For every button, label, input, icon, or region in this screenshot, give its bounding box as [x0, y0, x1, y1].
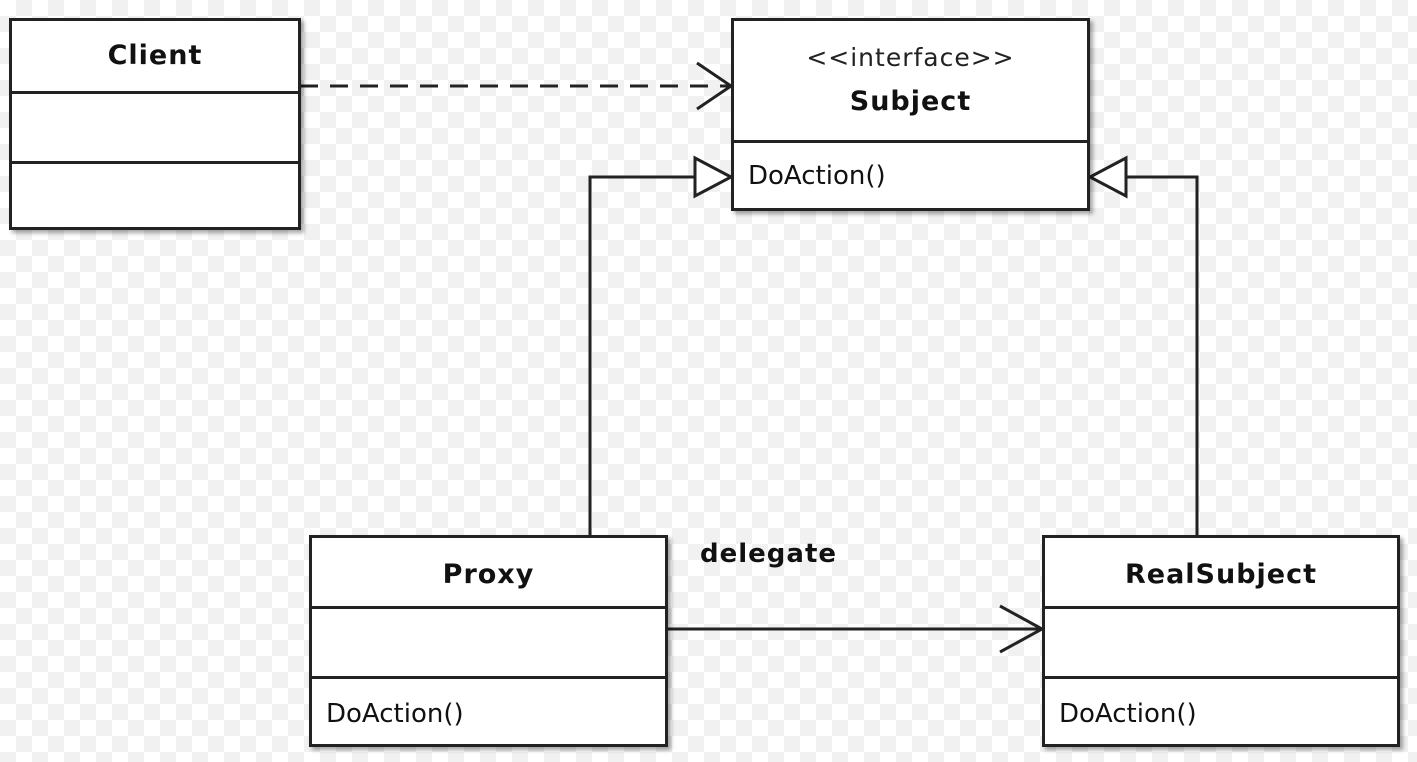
- class-client-methods-compartment: [12, 161, 298, 227]
- generalization-line: [588, 175, 695, 537]
- generalization-arrow-proxy-subject: [588, 155, 735, 537]
- class-real-subject[interactable]: RealSubject DoAction(): [1042, 535, 1400, 747]
- class-subject-name: Subject: [849, 86, 972, 117]
- association-arrow-proxy-realsubject: [667, 604, 1046, 654]
- class-proxy-method: DoAction(): [326, 699, 464, 729]
- class-real-subject-methods-compartment: DoAction(): [1045, 676, 1397, 744]
- class-subject-stereotype: <<interface>>: [806, 43, 1015, 72]
- class-client-name: Client: [107, 40, 203, 71]
- delegate-label: delegate: [700, 539, 838, 569]
- class-real-subject-name: RealSubject: [1124, 559, 1318, 590]
- class-client[interactable]: Client: [9, 18, 301, 230]
- class-client-attributes-compartment: [12, 91, 298, 161]
- generalization-arrow-realsubject-subject: [1086, 155, 1199, 537]
- class-proxy-name: Proxy: [442, 559, 535, 590]
- class-subject-name-compartment: <<interface>> Subject: [734, 21, 1087, 140]
- class-subject-method: DoAction(): [748, 161, 886, 191]
- class-proxy-attributes-compartment: [312, 606, 665, 676]
- class-subject-methods-compartment: DoAction(): [734, 140, 1087, 208]
- class-proxy-methods-compartment: DoAction(): [312, 676, 665, 744]
- dependency-arrow-client-subject: [300, 61, 734, 111]
- class-proxy[interactable]: Proxy DoAction(): [309, 535, 668, 747]
- hollow-triangle-icon: [693, 155, 735, 199]
- class-proxy-name-compartment: Proxy: [312, 538, 665, 606]
- class-real-subject-attributes-compartment: [1045, 606, 1397, 676]
- class-real-subject-name-compartment: RealSubject: [1045, 538, 1397, 606]
- class-real-subject-method: DoAction(): [1059, 699, 1197, 729]
- hollow-triangle-icon: [1086, 155, 1128, 199]
- class-subject[interactable]: <<interface>> Subject DoAction(): [731, 18, 1090, 211]
- class-client-name-compartment: Client: [12, 21, 298, 91]
- generalization-line: [1126, 175, 1199, 537]
